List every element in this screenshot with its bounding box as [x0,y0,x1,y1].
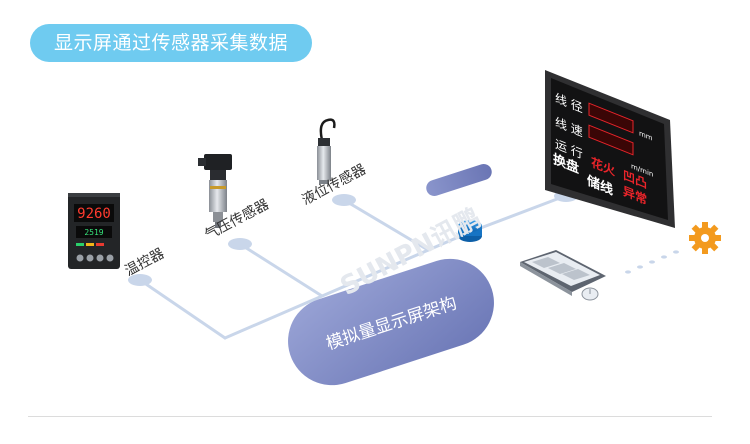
level-sensor-cable [319,118,336,141]
led-digit-block [588,124,634,156]
trunk-line-upper [138,278,227,340]
temp-controller-display-top: 9260 [77,206,111,222]
architecture-pill: 模拟量显示屏架构 [288,258,494,386]
level-branch-line [342,198,430,252]
mouse-icon [581,287,599,301]
page-title: 显示屏通过传感器采集数据 [30,24,312,62]
temp-controller-button [106,254,114,262]
temp-controller-button [76,254,84,262]
temp-controller-label: 温控器 [122,246,167,280]
pressure-sensor-node [228,238,252,250]
gear-icon [689,222,721,254]
pressure-sensor: 气压传感器 [198,154,272,244]
led-digit-block [588,102,634,134]
temperature-controller: 9260 2519 温控器 [68,193,167,280]
dotted-connection [625,250,679,274]
level-sensor-node [332,194,356,206]
keyboard-icon [520,250,606,296]
temp-controller-button [86,254,94,262]
level-sensor: 液位传感器 [299,118,369,209]
led-display-board: 线 径 线 速 运 行 mm m/min 换盘 储线 花火 凹凸 异常 [545,70,675,228]
network-hub [458,220,482,242]
temp-controller-button [96,254,104,262]
pressure-branch-line [238,242,324,298]
temp-controller-node [128,274,152,286]
temp-controller-display-bottom: 2519 [84,228,103,237]
small-pill-decoration [426,163,492,197]
bottom-divider [28,416,712,417]
